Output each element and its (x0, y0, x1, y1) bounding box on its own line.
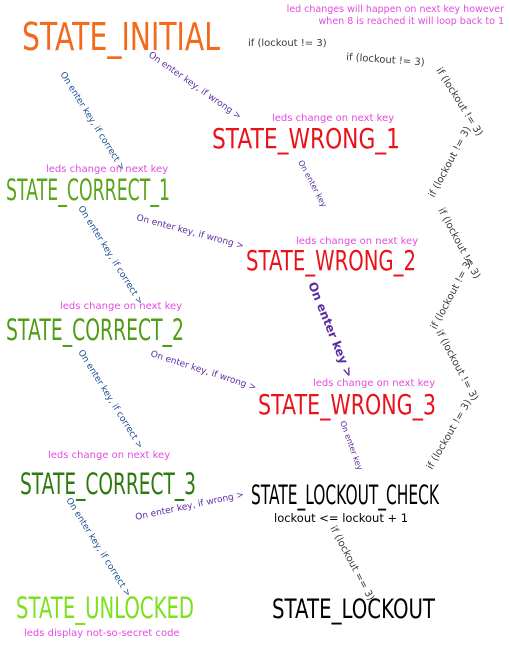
header-note-line2: when 8 is reached it will loop back to 1 (319, 16, 504, 27)
edge-correct-2-to-wrong-3: On enter key, if wrong > (149, 349, 257, 393)
state-initial: STATE_INITIAL (22, 15, 220, 59)
loop-label-2: if (lockout != 3) (346, 52, 425, 68)
note-correct-1-leds: leds change on next key (46, 164, 168, 175)
edge-wrong-1-to-wrong-2: On enter key (296, 159, 328, 209)
edge-wrong-3-to-lockout-check: On enter key (338, 420, 364, 472)
loop-label-4: if (lockout != 3) (427, 125, 474, 200)
edge-initial-to-wrong-1: On enter key, if wrong > (146, 50, 242, 122)
note-wrong-3-leds: leds change on next key (313, 378, 435, 389)
edge-correct-2-to-correct-3: On enter key, if correct > (75, 348, 144, 450)
loop-label-1: if (lockout != 3) (248, 38, 327, 49)
note-wrong-2-leds: leds change on next key (296, 236, 418, 247)
state-wrong-1: STATE_WRONG_1 (212, 122, 400, 155)
note-lockout-increment: lockout <= lockout + 1 (274, 511, 408, 525)
state-lockout-check: STATE_LOCKOUT_CHECK (251, 480, 440, 511)
edge-initial-to-correct-1: On enter key, if correct > (57, 70, 126, 172)
edge-wrong-2-to-wrong-3: On enter key > (305, 280, 356, 379)
note-correct-3-leds: leds change on next key (48, 450, 170, 461)
loop-label-3: if (lockout != 3) (433, 66, 484, 139)
state-correct-2: STATE_CORRECT_2 (6, 313, 184, 347)
note-wrong-1-leds: leds change on next key (272, 113, 394, 124)
edge-correct-1-to-wrong-2: On enter key, if wrong > (135, 213, 245, 251)
header-note-line1: led changes will happen on next key howe… (287, 4, 504, 15)
state-wrong-2: STATE_WRONG_2 (246, 244, 416, 277)
note-correct-2-leds: leds change on next key (60, 301, 182, 312)
loop-label-7: if (lockout != 3) (433, 328, 480, 403)
state-correct-1: STATE_CORRECT_1 (6, 173, 170, 207)
state-correct-3: STATE_CORRECT_3 (20, 467, 196, 501)
edge-lockout-check-to-lockout: if (lockout == 3) (327, 524, 376, 603)
edge-correct-3-to-unlocked: On enter key, if correct > (63, 496, 132, 598)
loop-label-6: if (lockout != 3) (429, 257, 476, 332)
state-unlocked: STATE_UNLOCKED (16, 591, 194, 625)
edge-correct-1-to-correct-2: On enter key, if correct > (75, 204, 144, 306)
state-wrong-3: STATE_WRONG_3 (258, 388, 436, 421)
note-unlocked: leds display not-so-secret code (24, 628, 180, 639)
state-lockout: STATE_LOCKOUT (272, 594, 435, 625)
